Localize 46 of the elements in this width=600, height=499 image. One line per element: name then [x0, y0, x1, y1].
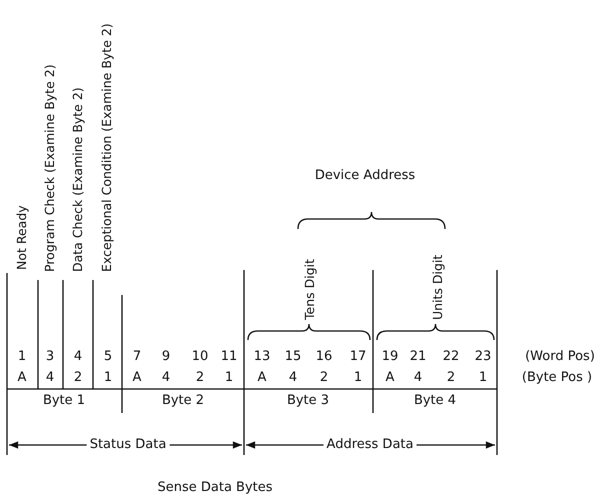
bit-position: 13	[254, 349, 270, 365]
bit-label: Data Check (Examine Byte 2)	[70, 87, 86, 272]
byte-label: Byte 1	[42, 393, 86, 409]
bit-label: Not Ready	[14, 205, 30, 270]
bit-position: 9	[162, 349, 170, 365]
bit-position: 4	[288, 370, 298, 386]
bit-position: 2	[446, 370, 456, 386]
byte-label: Byte 4	[414, 393, 456, 409]
bit-position: 5	[104, 349, 112, 365]
bit-position: 15	[284, 349, 302, 365]
bit-position: A	[132, 370, 142, 386]
byte-label: Byte 2	[162, 393, 204, 409]
bit-label: Program Check (Examine Byte 2)	[42, 64, 58, 272]
bit-position: 1	[354, 370, 362, 386]
bit-label: Exceptional Condition (Examine Byte 2)	[99, 23, 115, 272]
bit-position: 1	[478, 370, 488, 386]
byte-label: Byte 3	[286, 393, 330, 409]
bit-position: 10	[192, 349, 208, 365]
bit-position: 7	[132, 349, 142, 365]
bit-position: 4	[74, 349, 82, 365]
bit-position: 1	[18, 349, 26, 365]
row-label: (Word Pos)	[525, 349, 595, 365]
bit-position: 17	[350, 349, 366, 365]
bit-position: 21	[410, 349, 426, 365]
bit-position: 4	[162, 370, 170, 386]
bit-position: 4	[414, 370, 422, 386]
bit-position: 16	[316, 349, 332, 365]
bit-position: 3	[46, 349, 54, 365]
bit-position: 1	[224, 370, 234, 386]
bit-position: A	[386, 370, 394, 386]
bit-position: 23	[474, 349, 492, 365]
bit-position: 22	[442, 349, 460, 365]
bit-label: Units Digit	[430, 254, 446, 320]
caption: Sense Data Bytes	[157, 480, 273, 496]
group-label: Device Address	[314, 168, 416, 184]
bit-position: 1	[104, 370, 112, 386]
bit-position: A	[18, 370, 26, 386]
bit-position: 4	[46, 370, 54, 386]
bit-position: 2	[74, 370, 82, 386]
bit-position: 19	[382, 349, 398, 365]
row-label: (Byte Pos )	[522, 370, 592, 386]
bit-position: 2	[196, 370, 204, 386]
bit-position: 11	[220, 349, 238, 365]
bit-position: 2	[320, 370, 328, 386]
bit-label: Tens Digit	[302, 258, 318, 320]
bit-position: A	[258, 370, 266, 386]
